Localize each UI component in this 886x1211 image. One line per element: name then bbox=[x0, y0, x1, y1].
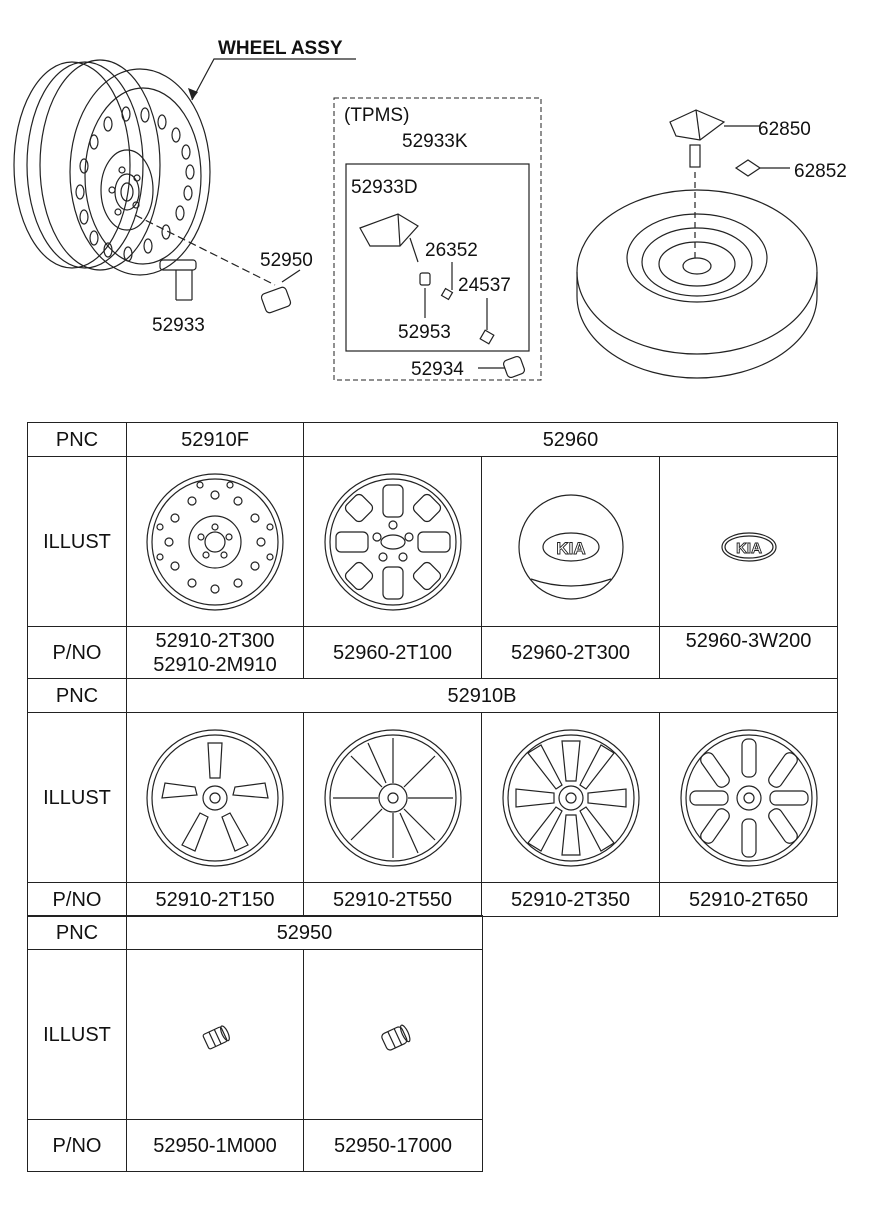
pnc-value: 52950 bbox=[126, 915, 483, 950]
part-number: 52910-2T350 bbox=[481, 882, 660, 917]
callout-52933: 52933 bbox=[152, 315, 205, 336]
illust-lug-nut-2 bbox=[303, 949, 483, 1120]
pnc-value: 52910B bbox=[125, 678, 839, 713]
tpms-label: (TPMS) bbox=[344, 105, 409, 126]
callout-52933D: 52933D bbox=[351, 177, 418, 198]
pno-label: P/NO bbox=[27, 1119, 127, 1172]
part-number: 52910-2M910 bbox=[153, 653, 277, 676]
steel-wheel-illustration bbox=[146, 472, 284, 611]
callout-26352: 26352 bbox=[425, 240, 478, 261]
pno-cell: 52960-3W200 bbox=[659, 626, 838, 679]
wheel-cover-illustration bbox=[323, 472, 462, 611]
valve-drawing bbox=[134, 214, 301, 314]
steel-wheel-drawing bbox=[13, 59, 211, 276]
part-number: 52910-2T550 bbox=[303, 882, 482, 917]
part-number: 52960-3W200 bbox=[685, 630, 812, 652]
parts-table-52910F-52960: PNC 52910F 52960 ILLUST bbox=[27, 422, 838, 679]
illust-wheel-cover bbox=[303, 456, 482, 627]
pnc-label: PNC bbox=[27, 915, 127, 950]
tpms-sensor-drawing bbox=[359, 213, 526, 379]
tpms-box bbox=[333, 97, 542, 381]
lug-nut-illustration bbox=[381, 1024, 411, 1051]
pno-label: P/NO bbox=[27, 626, 127, 679]
illust-alloy-wheel-2 bbox=[303, 712, 482, 883]
callout-62852: 62852 bbox=[794, 161, 847, 182]
emblem-illustration: KIA bbox=[720, 531, 777, 562]
illust-label: ILLUST bbox=[27, 712, 127, 883]
illust-steel-wheel bbox=[126, 456, 304, 627]
alloy-wheel-10spoke-illustration bbox=[323, 728, 462, 867]
wheel-assy-title: WHEEL ASSY bbox=[218, 38, 343, 59]
callout-24537: 24537 bbox=[458, 275, 511, 296]
part-number: 52960-2T100 bbox=[333, 641, 452, 664]
kia-logo-text: KIA bbox=[736, 540, 762, 557]
spare-tire-drawing bbox=[576, 109, 818, 379]
pno-label: P/NO bbox=[27, 882, 127, 917]
part-number: 52910-2T650 bbox=[658, 882, 839, 917]
callout-52934: 52934 bbox=[411, 359, 464, 380]
illust-hub-cap-large: KIA bbox=[481, 456, 660, 627]
alloy-wheel-twin-spoke-illustration bbox=[501, 728, 640, 867]
pnc-value: 52910F bbox=[126, 422, 304, 457]
lug-nut-illustration bbox=[202, 1024, 230, 1049]
pnc-label: PNC bbox=[27, 422, 127, 457]
illust-label: ILLUST bbox=[27, 456, 127, 627]
part-number: 52960-2T300 bbox=[511, 641, 630, 664]
illust-alloy-wheel-4 bbox=[658, 712, 839, 883]
pno-cell: 52960-2T300 bbox=[481, 626, 660, 679]
part-number: 52950-1M000 bbox=[126, 1119, 304, 1172]
callout-62850: 62850 bbox=[758, 119, 811, 140]
alloy-wheel-5spoke-illustration bbox=[146, 728, 284, 867]
illust-alloy-wheel-1 bbox=[126, 712, 304, 883]
part-number: 52910-2T150 bbox=[126, 882, 304, 917]
callout-52950: 52950 bbox=[260, 250, 313, 271]
pno-cell: 52910-2T300 52910-2M910 bbox=[126, 626, 304, 679]
pnc-value: 52960 bbox=[303, 422, 838, 457]
illust-label: ILLUST bbox=[27, 949, 127, 1120]
pno-cell: 52960-2T100 bbox=[303, 626, 482, 679]
illust-alloy-wheel-3 bbox=[481, 712, 660, 883]
part-number: 52950-17000 bbox=[303, 1119, 483, 1172]
illust-emblem: KIA bbox=[659, 456, 838, 627]
kia-logo-text: KIA bbox=[556, 539, 585, 558]
part-number: 52910-2T300 bbox=[155, 629, 275, 652]
exploded-diagram: WHEEL ASSY bbox=[13, 38, 847, 381]
pnc-label: PNC bbox=[27, 678, 127, 713]
alloy-wheel-multi-spoke-illustration bbox=[679, 728, 818, 867]
illust-lug-nut-1 bbox=[126, 949, 304, 1120]
parts-table-52910B: PNC 52910B ILLUST bbox=[27, 678, 839, 917]
parts-table-52950: PNC 52950 ILLUST P/NO bbox=[27, 915, 483, 1172]
callout-52933K: 52933K bbox=[402, 131, 468, 152]
hub-cap-large-illustration: KIA bbox=[517, 493, 624, 600]
callout-52953: 52953 bbox=[398, 322, 451, 343]
